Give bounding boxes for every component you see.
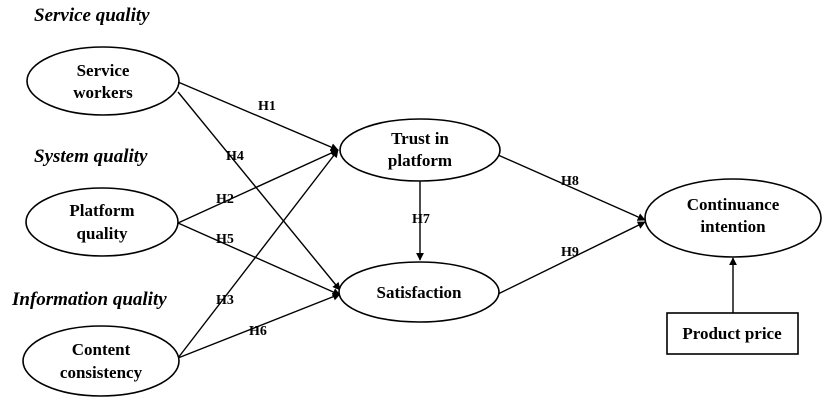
hypothesis-label-h9: H9	[561, 245, 579, 260]
node-trust-in-platform: Trust in platform	[339, 118, 501, 182]
node-trust-in-platform-shape	[339, 118, 501, 182]
node-service-workers-label-line2: workers	[73, 83, 133, 102]
hypothesis-label-h2: H2	[216, 192, 234, 207]
hypothesis-label-h7: H7	[412, 212, 430, 227]
edge-h8	[497, 154, 646, 221]
hypothesis-label-h1: H1	[258, 99, 276, 114]
edge-h1	[177, 81, 339, 151]
node-platform-quality: Platform quality	[25, 187, 179, 257]
node-platform-quality-shape	[25, 187, 179, 257]
hypothesis-label-h8: H8	[561, 174, 579, 189]
node-service-workers: Service workers	[26, 46, 180, 116]
group-label-service-quality: Service quality	[34, 5, 150, 26]
edge-h5	[177, 222, 341, 296]
node-continuance-intention-label-line1: Continuance	[687, 195, 780, 214]
hypothesis-label-h5: H5	[216, 232, 234, 247]
edge-h3	[177, 149, 339, 359]
node-satisfaction: Satisfaction	[338, 261, 500, 323]
node-continuance-intention-label-line2: intention	[700, 217, 766, 236]
node-content-consistency-shape	[22, 325, 180, 397]
node-trust-in-platform-label-line2: platform	[388, 151, 452, 170]
node-platform-quality-label-line1: Platform	[69, 201, 134, 220]
node-trust-in-platform-label-line1: Trust in	[391, 129, 449, 148]
node-content-consistency: Content consistency	[22, 325, 180, 397]
node-service-workers-shape	[26, 46, 180, 116]
group-label-information-quality: Information quality	[11, 289, 167, 310]
edge-h4	[177, 91, 341, 291]
edges	[177, 81, 737, 359]
group-label-system-quality: System quality	[34, 146, 148, 167]
node-product-price: Product price	[666, 312, 799, 355]
edge-h6	[177, 292, 341, 359]
hypothesis-label-h4: H4	[226, 149, 244, 164]
node-product-price-label: Product price	[682, 324, 782, 343]
node-platform-quality-label-line2: quality	[76, 224, 128, 243]
edge-h2	[177, 149, 339, 224]
node-content-consistency-label-line2: consistency	[60, 363, 143, 382]
hypothesis-label-h3: H3	[216, 293, 234, 308]
node-satisfaction-shape	[338, 261, 500, 323]
node-content-consistency-label-line1: Content	[72, 340, 131, 359]
node-continuance-intention-shape	[644, 178, 822, 258]
node-service-workers-label-line1: Service	[77, 61, 130, 80]
node-product-price-shape	[666, 312, 799, 355]
node-continuance-intention: Continuance intention	[644, 178, 822, 258]
node-satisfaction-label: Satisfaction	[377, 283, 463, 302]
hypothesis-label-h6: H6	[249, 324, 267, 339]
edge-h9	[497, 221, 646, 295]
